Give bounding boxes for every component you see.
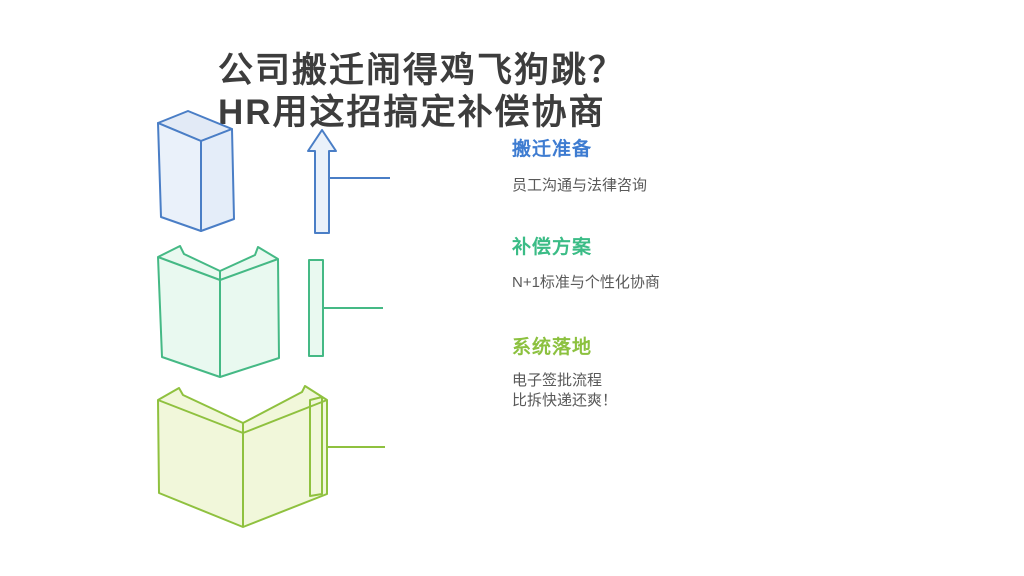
thin-panel-shape: [308, 259, 324, 357]
section-body-line: 比拆快递还爽！: [512, 392, 618, 409]
slide-title: 公司搬迁闹得鸡飞狗跳？ HR用这招搞定补偿协商: [218, 50, 625, 134]
open-box-inner-edges: [157, 399, 328, 527]
blue-cuboid-icon: [157, 110, 235, 232]
open-box-silhouette: [157, 245, 280, 378]
section-heading-compensation-plan: 补偿方案: [512, 237, 593, 258]
section-body-relocation-prep: 员工沟通与法律咨询: [512, 176, 647, 196]
teal-open-box-icon: [157, 245, 383, 378]
cuboid-side-face: [200, 128, 235, 232]
section-body-system-landing: 电子签批流程 比拆快递还爽！: [512, 371, 617, 411]
up-arrow-icon: [307, 129, 390, 234]
thin-panel-shape: [309, 396, 323, 497]
section-body-compensation-plan: N+1标准与个性化协商: [512, 273, 660, 293]
section-body-line: N+1标准与个性化协商: [512, 274, 660, 291]
open-box-inner-edges: [157, 256, 279, 377]
title-line-2: HR用这招搞定补偿协商: [218, 93, 606, 132]
section-heading-system-landing: 系统落地: [512, 337, 593, 358]
section-body-line: 电子签批流程: [512, 372, 603, 389]
cuboid-front-face: [157, 122, 202, 232]
section-body-line: 员工沟通与法律咨询: [512, 177, 648, 194]
section-heading-relocation-prep: 搬迁准备: [512, 139, 593, 160]
lime-open-box-icon: [157, 385, 385, 528]
up-arrow-shape: [307, 129, 337, 234]
title-line-1: 公司搬迁闹得鸡飞狗跳？: [218, 51, 626, 90]
